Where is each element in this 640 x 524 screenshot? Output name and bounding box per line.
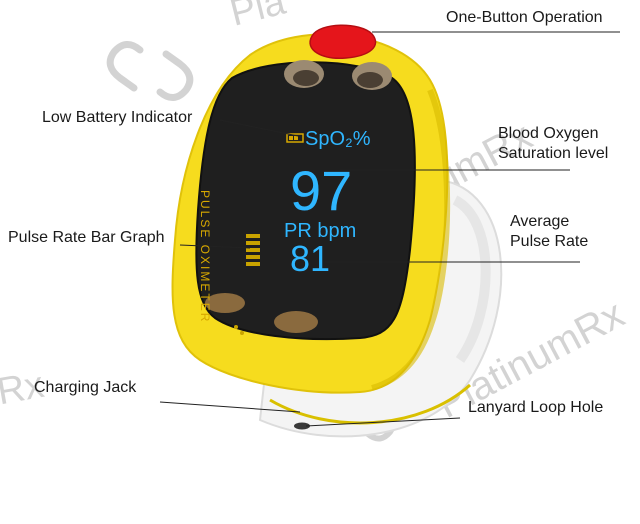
- pr-value: 81: [290, 238, 331, 279]
- callout-average-line2: Pulse Rate: [510, 233, 589, 250]
- charging-jack-icon: [234, 325, 244, 335]
- spo2-label: SpO₂%: [305, 128, 371, 150]
- battery-icon: [286, 133, 304, 143]
- chick-eyes: [284, 60, 392, 90]
- callout-charging: Charging Jack: [34, 379, 137, 396]
- callout-average-pulse: Average Pulse Rate: [510, 212, 588, 252]
- spo2-value: 97: [290, 159, 353, 222]
- pr-label: PR bpm: [284, 220, 357, 242]
- callout-spo2-line1: Blood Oxygen: [498, 125, 599, 142]
- callout-low-battery: Low Battery Indicator: [42, 109, 193, 126]
- device-side-label: PULSE OXIMETER: [198, 190, 212, 324]
- callout-lines: [159, 31, 620, 427]
- callout-spo2-line2: Saturation level: [498, 145, 609, 162]
- callout-one-button: One-Button Operation: [446, 9, 603, 26]
- callout-lanyard: Lanyard Loop Hole: [468, 399, 604, 416]
- pulse-bar-graph-icon: [246, 234, 260, 266]
- callout-bar-graph: Pulse Rate Bar Graph: [8, 229, 165, 246]
- callout-average-line1: Average: [510, 213, 570, 230]
- power-button: [309, 24, 377, 59]
- chick-feet: [205, 293, 318, 333]
- watermark-logo-icon: [106, 41, 194, 101]
- callout-spo2: Blood Oxygen Saturation level: [498, 124, 608, 164]
